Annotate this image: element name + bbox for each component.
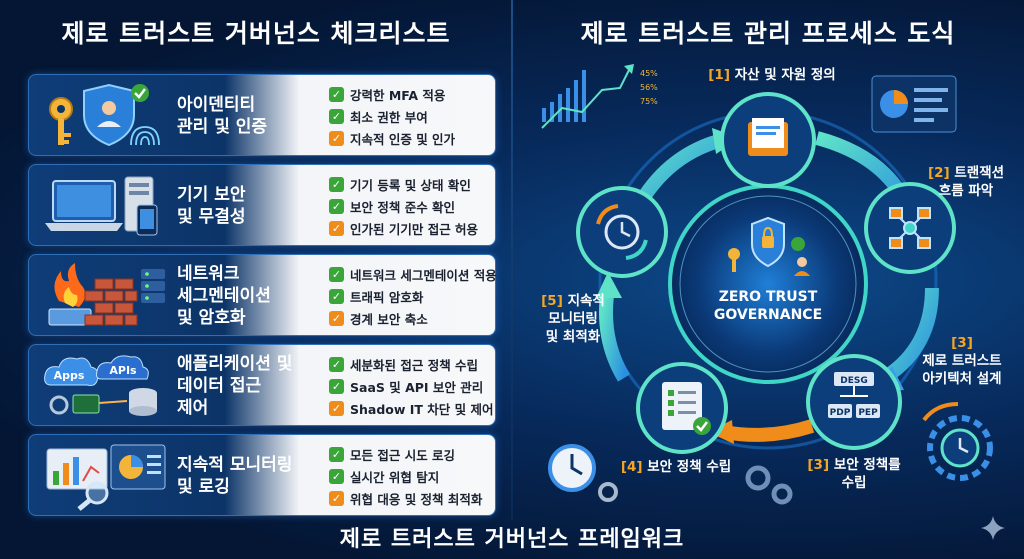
apps-icon: Apps APIs xyxy=(44,355,157,416)
apis-label: APIs xyxy=(109,364,137,377)
row-category: 애플리케이션 및 데이터 접근 제어 xyxy=(177,354,293,418)
check-green-icon: ✓ xyxy=(329,86,344,102)
check-item: ✓위협 대응 및 정책 최적화 xyxy=(329,487,497,509)
checklist-row-device: 기기 보안 및 무결성 ✓기기 등록 및 상태 확인 ✓보안 정책 준수 확인 … xyxy=(28,164,496,246)
check-green-icon: ✓ xyxy=(329,378,344,394)
row-category: 네트워크 세그멘테이션 및 암호화 xyxy=(177,264,271,328)
chart-label-56: 56% xyxy=(640,83,658,92)
check-item: ✓Shadow IT 차단 및 제어 xyxy=(329,397,497,419)
step3-node xyxy=(806,354,902,450)
apps-label: Apps xyxy=(54,369,85,382)
check-orange-icon: ✓ xyxy=(329,130,344,146)
step-3-policy-label: [3] 보안 정책를 수립 xyxy=(807,457,901,491)
device-icon xyxy=(45,176,158,236)
check-green-icon: ✓ xyxy=(329,108,344,124)
step-1-label: [1] 자산 및 자원 정의 xyxy=(708,67,836,83)
step-4-label: [4] 보안 정책 수립 xyxy=(620,459,732,475)
check-orange-icon: ✓ xyxy=(329,490,344,506)
check-item: ✓세분화된 접근 정책 수립 xyxy=(329,353,497,375)
check-item: ✓기기 등록 및 상태 확인 xyxy=(329,173,497,195)
pdp-label: PDP xyxy=(830,408,851,418)
monitoring-icon xyxy=(46,444,166,511)
row-category: 지속적 모니터링 및 로깅 xyxy=(177,455,293,497)
dashboard-icon xyxy=(871,75,957,133)
check-green-icon: ✓ xyxy=(329,288,344,304)
process-title: 제로 트러스트 관리 프로세스 도식 xyxy=(580,19,956,48)
check-green-icon: ✓ xyxy=(329,468,344,484)
check-item: ✓강력한 MFA 적용 xyxy=(329,83,497,105)
step-3-architecture-label: [3] 제로 트러스트 아키텍처 설계 xyxy=(922,335,1002,387)
sparkle-icon xyxy=(981,516,1005,540)
clock-icon xyxy=(548,444,618,502)
gears-icon xyxy=(745,465,793,505)
checklist-row-identity: 아이덴티티 관리 및 인증 ✓강력한 MFA 적용 ✓최소 권한 부여 ✓지속적… xyxy=(28,74,496,156)
chart-label-75: 75% xyxy=(640,97,658,106)
checklist-row-monitoring: 지속적 모니터링 및 로깅 ✓모든 접근 시도 로깅 ✓실시간 위협 탐지 ✓위… xyxy=(28,434,496,516)
check-item: ✓경계 보안 축소 xyxy=(329,307,497,329)
row-category: 기기 보안 및 무결성 xyxy=(177,185,246,227)
check-green-icon: ✓ xyxy=(329,176,344,192)
step-5-label: [5] 지속적 모니터링 및 최적화 xyxy=(541,293,605,345)
check-green-icon: ✓ xyxy=(329,356,344,372)
step-2-label: [2] 트랜잭션 흐름 파악 xyxy=(927,165,1005,199)
checklist-row-apps: Apps APIs 애플리케이션 및 데이터 접근 제어 ✓세분화된 접근 정책… xyxy=(28,344,496,426)
firewall-icon xyxy=(48,263,165,326)
check-green-icon: ✓ xyxy=(329,198,344,214)
check-item: ✓네트워크 세그멘테이션 적용 xyxy=(329,263,497,285)
identity-icon xyxy=(49,83,160,147)
chart-label-45: 45% xyxy=(640,69,658,78)
check-orange-icon: ✓ xyxy=(329,310,344,326)
check-orange-icon: ✓ xyxy=(329,220,344,236)
checklist-row-network: 네트워크 세그멘테이션 및 암호화 ✓네트워크 세그멘테이션 적용 ✓트래픽 암… xyxy=(28,254,497,336)
check-item: ✓지속적 인증 및 인가 xyxy=(329,127,497,149)
check-item: ✓모든 접근 시도 로깅 xyxy=(329,443,497,465)
check-item: ✓SaaS 및 API 보안 관리 xyxy=(329,375,497,397)
framework-title: 제로 트러스트 거버넌스 프레임워크 xyxy=(339,527,685,552)
trend-chart-icon xyxy=(541,64,634,129)
check-item: ✓인가된 기기만 접근 허용 xyxy=(329,217,497,239)
desg-label: DESG xyxy=(840,376,868,386)
check-item: ✓보안 정책 준수 확인 xyxy=(329,195,497,217)
center-governance-label: ZERO TRUST GOVERNANCE xyxy=(713,289,823,323)
check-item: ✓실시간 위협 탐지 xyxy=(329,465,497,487)
check-orange-icon: ✓ xyxy=(329,400,344,416)
check-green-icon: ✓ xyxy=(329,446,344,462)
process-cycle-graphic: DESG PDP PEP 45% 56% 75% xyxy=(541,64,993,505)
checklist-title: 제로 트러스트 거버넌스 체크리스트 xyxy=(61,19,451,48)
pep-label: PEP xyxy=(858,408,878,418)
process-diagram: DESG PDP PEP 45% 56% 75% xyxy=(512,48,1024,518)
gear-clock-icon xyxy=(922,402,993,481)
check-item: ✓최소 권한 부여 xyxy=(329,105,497,127)
row-category: 아이덴티티 관리 및 인증 xyxy=(177,95,268,137)
panel-divider xyxy=(511,0,513,520)
check-green-icon: ✓ xyxy=(329,266,344,282)
check-item: ✓트래픽 암호화 xyxy=(329,285,497,307)
